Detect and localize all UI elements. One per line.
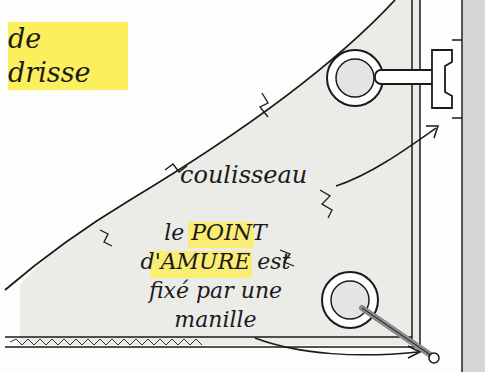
slide-strap xyxy=(375,70,437,84)
mast-shade xyxy=(462,0,485,372)
grommet-hole xyxy=(336,59,374,97)
leader-line xyxy=(336,128,436,186)
slide-track xyxy=(452,39,462,41)
foot-line xyxy=(5,336,412,338)
slide-track xyxy=(452,117,462,119)
shackle-symbol xyxy=(362,308,432,356)
luff-line xyxy=(419,0,421,345)
sail-edge xyxy=(5,0,395,290)
squiggle xyxy=(260,93,268,117)
grommet xyxy=(322,272,378,328)
leader-line xyxy=(255,338,418,355)
slide-symbol xyxy=(432,50,452,108)
foot-line xyxy=(5,346,420,348)
stitching xyxy=(10,339,202,345)
shackle-symbol xyxy=(362,308,432,356)
shackle-pin xyxy=(429,353,439,363)
part-name: de drisse xyxy=(8,22,128,90)
luff-line xyxy=(411,0,413,340)
mast-line xyxy=(461,0,463,372)
note: le POINT d'AMURE est fixé par une manill… xyxy=(128,218,303,334)
squiggle xyxy=(320,190,332,218)
arrow-head xyxy=(408,346,420,358)
squiggle xyxy=(100,230,112,246)
grommet-hole xyxy=(331,281,369,319)
arrow-head xyxy=(426,126,438,138)
part-name: coulisseau xyxy=(180,160,340,190)
